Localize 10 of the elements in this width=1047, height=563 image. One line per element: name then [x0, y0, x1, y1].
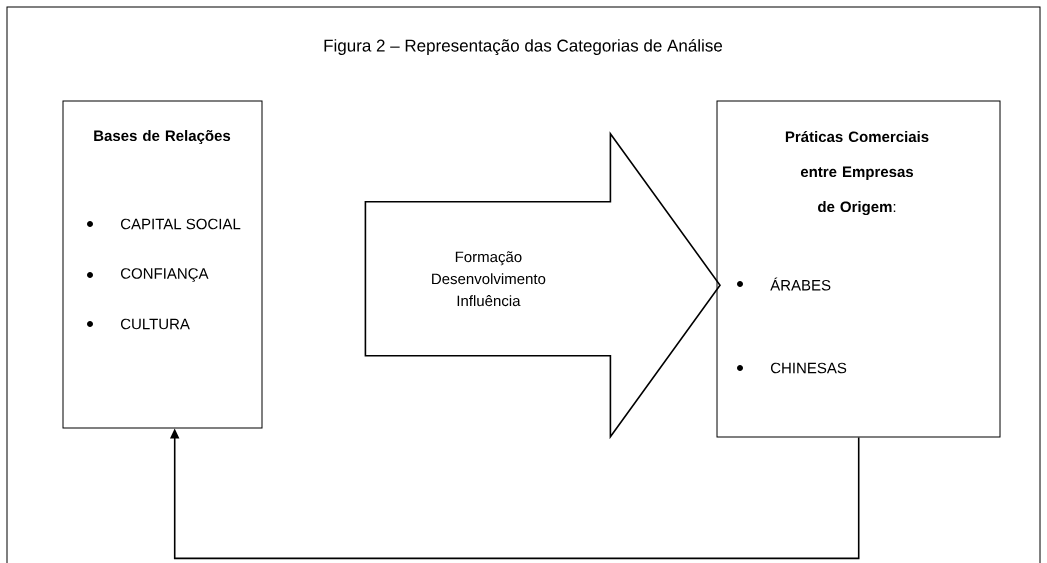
list-item: ÁRABES [770, 277, 831, 291]
edge-label: Formação Desenvolvimento Influência [415, 247, 562, 310]
list-item: CHINESAS [771, 362, 847, 374]
list-item: CULTURA [120, 318, 190, 330]
block-arrow [364, 131, 721, 440]
box-heading: Práticas Comerciais entre Empresas de Origem: [785, 130, 929, 216]
title: Figura 2 – Representação das Categorias de Análise [324, 38, 723, 56]
list-item: CONFIANÇA [120, 268, 209, 282]
box-heading: Bases de Relações [94, 130, 231, 144]
list-item: CAPITAL SOCIAL [120, 218, 241, 230]
